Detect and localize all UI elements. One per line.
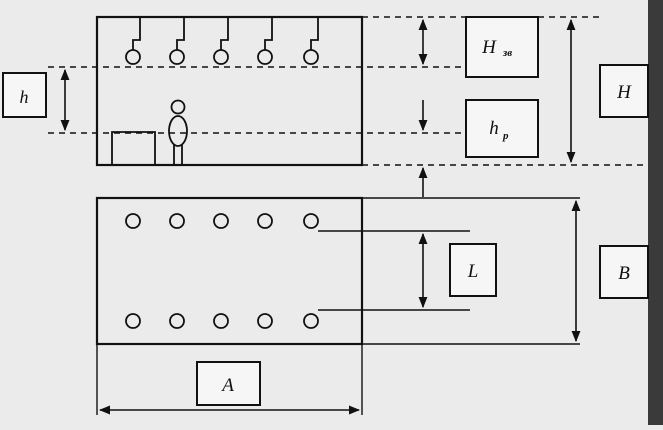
A-label: A [220,375,234,396]
plan-room-outline [95,196,364,346]
plan-lamp [169,313,185,329]
pendant-lamp [169,17,185,65]
plan-lamp [257,313,273,329]
h-label: h [20,87,29,107]
L-label-box [449,243,497,297]
H-label-box [599,64,649,118]
plan-lamp [303,213,319,229]
B-label: B [618,263,630,284]
machine-block [111,131,156,165]
plan-lamp [169,213,185,229]
worker-figure [168,99,188,165]
worker-head [170,99,186,115]
plan-lamp [213,213,229,229]
pendant-lamp [257,17,273,65]
H-label: H [616,82,632,103]
level-lines [48,16,648,166]
h-r-label: h [489,118,499,139]
worker-legs [173,145,183,165]
plan-lamp [125,213,141,229]
pendant-lamp [303,17,319,65]
B-label-box [599,245,649,299]
plan-lamp [125,313,141,329]
elevation-view: h H зв h р H [2,15,649,197]
pendant-lamp [125,17,141,65]
plan-lamp [213,313,229,329]
plan-lamp-row-bottom [125,313,319,329]
h-label-box [2,72,47,118]
pendant-lamp [213,17,229,65]
scan-edge-band [648,0,663,425]
pendant-lamps [125,17,319,65]
h-zv-subscript: зв [502,47,512,59]
plan-lamp [257,213,273,229]
h-r-subscript: р [502,130,509,142]
L-label: L [467,261,479,282]
elevation-room-outline [95,15,364,167]
plan-lamp-row-top [125,213,319,229]
plan-view: L B A [95,196,649,415]
h-zv-label: H [481,37,497,58]
A-label-box [196,361,261,406]
worker-body [168,115,188,147]
h-r-label-box [465,99,539,158]
plan-lamp [303,313,319,329]
h-zv-label-box [465,16,539,78]
